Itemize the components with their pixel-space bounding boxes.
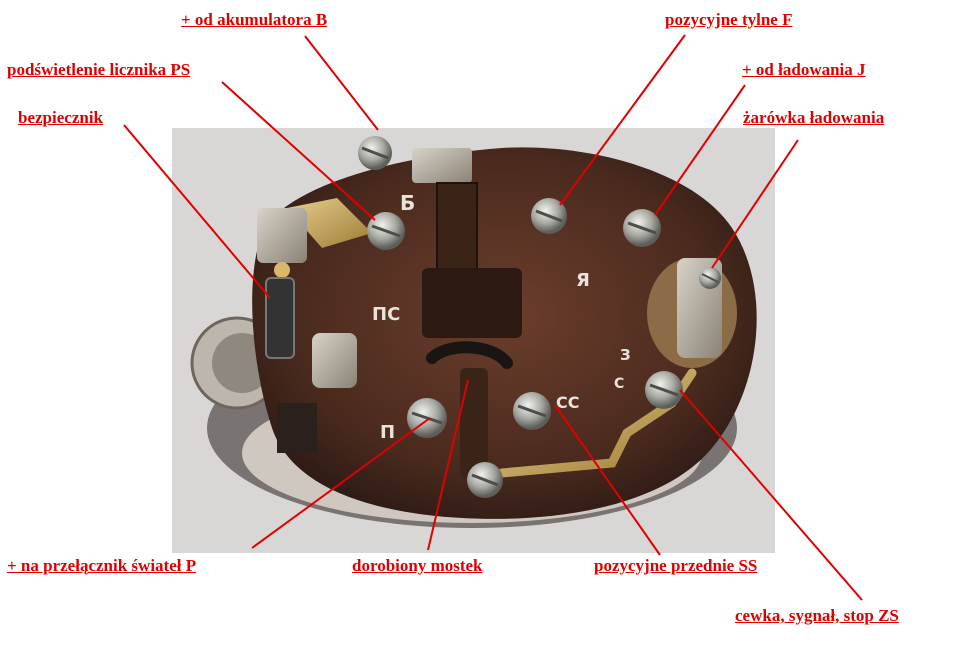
label-bezpiecznik: bezpiecznik xyxy=(18,108,103,127)
screw-j xyxy=(623,209,661,247)
marking-b: Б xyxy=(400,191,415,215)
label-przelacznik: + na przełącznik świateł P xyxy=(7,556,197,575)
label-ladowanie: + od ładowania J xyxy=(742,60,866,79)
left-connector xyxy=(277,403,317,453)
center-block xyxy=(422,268,522,338)
screw-f xyxy=(531,198,567,234)
label-mostek: dorobiony mostek xyxy=(352,556,483,575)
label-zarowka: żarówka ładowania xyxy=(743,108,885,127)
fuse-rivet xyxy=(274,262,290,278)
screw-lamp xyxy=(699,267,721,289)
fuse-barrel xyxy=(265,277,295,359)
lower-left-clamp xyxy=(312,333,357,388)
screw-ss xyxy=(513,392,551,430)
screw-bridge xyxy=(467,462,503,498)
label-przednie: pozycyjne przednie SS xyxy=(594,556,758,575)
screw-b xyxy=(358,136,392,170)
leader-akumulator xyxy=(304,35,379,131)
fuse-box-photo: Б ПС Я З П СС С xyxy=(172,128,775,553)
bridge-post xyxy=(460,368,488,478)
label-pozycyjne-tylne: pozycyjne tylne F xyxy=(665,10,793,29)
bridge-link xyxy=(426,341,513,369)
marking-ss: СС xyxy=(556,393,579,412)
center-post xyxy=(436,182,478,279)
marking-c: С xyxy=(614,376,624,392)
screw-zs xyxy=(645,371,683,409)
marking-ya: Я xyxy=(576,270,590,291)
marking-z: З xyxy=(620,346,631,364)
fuse-box-illustration: Б ПС Я З П СС С xyxy=(190,136,757,528)
screw-ps xyxy=(367,212,405,250)
fuse-clip xyxy=(257,208,307,263)
screw-p xyxy=(407,398,447,438)
label-cewka: cewka, sygnał, stop ZS xyxy=(735,606,899,625)
label-akumulator: + od akumulatora B xyxy=(181,10,328,29)
label-podswietlenie: podświetlenie licznika PS xyxy=(7,60,191,79)
marking-ps: ПС xyxy=(372,304,400,325)
marking-p: П xyxy=(380,422,395,443)
top-strap xyxy=(412,148,472,183)
